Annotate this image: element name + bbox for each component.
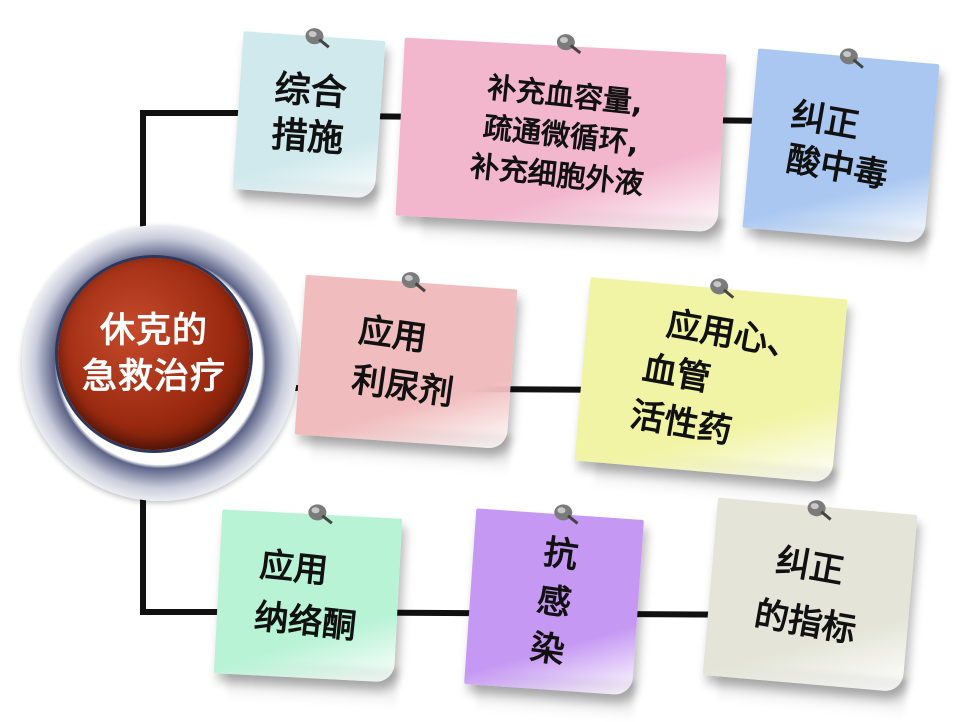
pushpin-icon	[308, 504, 333, 525]
note-line: 活性药	[627, 394, 735, 453]
pushpin-icon	[807, 500, 832, 521]
hub-label-line2: 急救治疗	[81, 357, 226, 397]
pushpin-icon	[556, 34, 582, 55]
note-naloxone: 应用 纳络酮	[213, 504, 403, 709]
note-correct-acidosis: 纠正 酸中毒	[742, 48, 940, 270]
note-line: 酸中毒	[783, 139, 891, 197]
note-line: 综合	[273, 68, 348, 115]
hub-label-line1: 休克的	[99, 311, 208, 351]
pushpin-icon	[401, 272, 426, 293]
note-line: 措施	[270, 114, 345, 161]
note-line: 应用	[257, 544, 330, 592]
note-anti-infection: 抗 感 染	[464, 504, 644, 722]
connector-top-branch	[140, 110, 273, 238]
note-combined-measures: 综合 措施	[232, 28, 386, 225]
pushpin-icon	[839, 48, 864, 69]
note-line: 抗	[541, 532, 581, 577]
note-line: 纳络酮	[252, 596, 359, 648]
pushpin-icon	[554, 504, 579, 525]
pushpin-icon	[710, 278, 735, 299]
note-line: 染	[527, 627, 567, 672]
pushpin-icon	[305, 28, 330, 49]
note-vasoactive-drugs: 应用心、 血管 活性药	[574, 277, 848, 510]
note-correction-indicators: 纠正 的指标	[702, 497, 918, 719]
note-line: 的指标	[751, 594, 859, 652]
note-line: 感	[534, 579, 574, 625]
note-volume-circulation: 补充血容量, 疏通微循环, 补充细胞外液	[395, 34, 727, 259]
hub-center: 休克的 急救治疗	[58, 258, 250, 450]
note-diuretic: 应用 利尿剂	[294, 272, 518, 476]
note-line: 利尿剂	[349, 359, 456, 414]
